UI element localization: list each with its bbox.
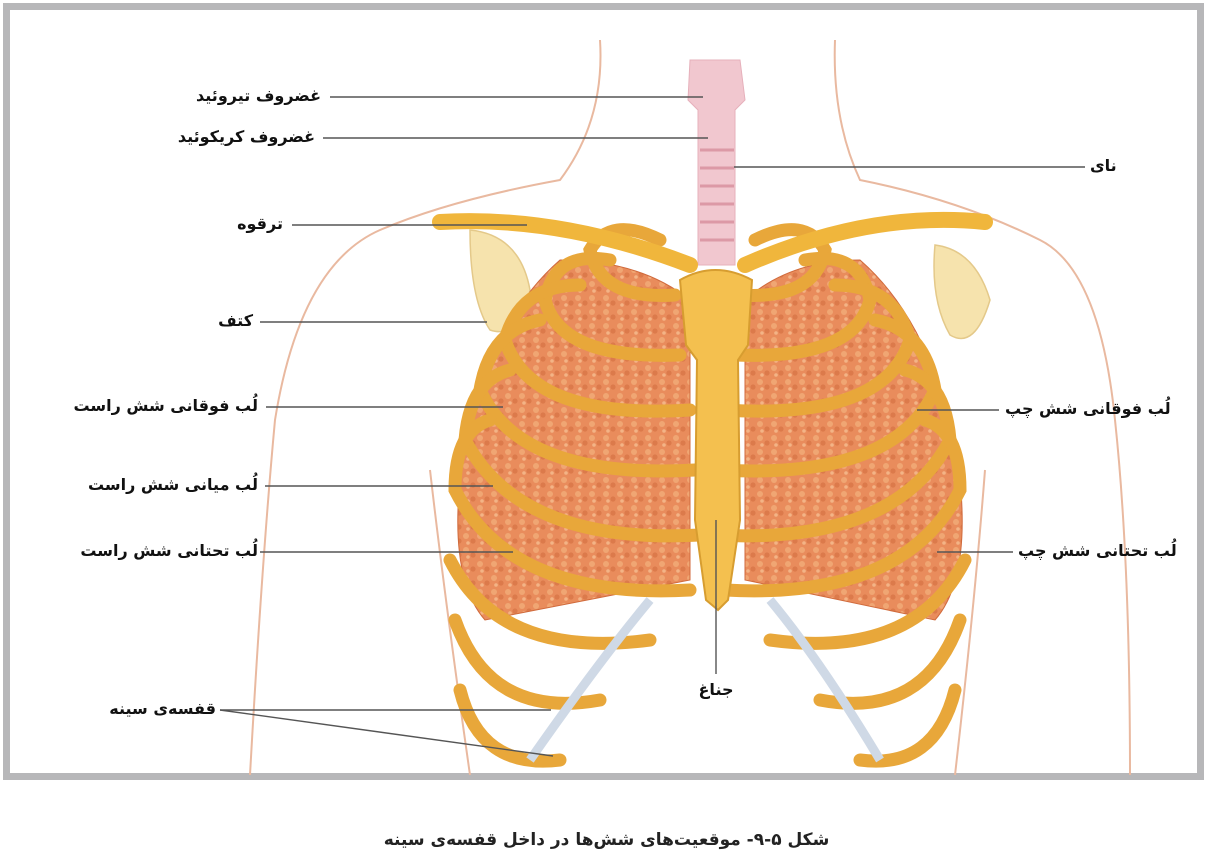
label-right-middle-lobe: لُب میانی شش راست xyxy=(88,475,258,495)
trachea-shape xyxy=(688,60,745,265)
label-cricoid-cartilage: غضروف کریکوئید xyxy=(178,127,315,147)
label-rib-cage: قفسه‌ی سینه xyxy=(109,699,216,719)
label-left-lower-lobe: لُب تحتانی شش چپ xyxy=(1018,541,1177,561)
label-thyroid-cartilage: غضروف تیروئید xyxy=(196,86,321,106)
label-left-upper-lobe: لُب فوقانی شش چپ xyxy=(1005,399,1171,419)
figure-caption: شکل ۵-۹- موقعیت‌های شش‌ها در داخل قفسه‌ی… xyxy=(0,830,1213,852)
label-right-upper-lobe: لُب فوقانی شش راست xyxy=(73,396,258,416)
label-scapula: کتف xyxy=(218,311,253,331)
label-sternum: جناغ xyxy=(690,680,742,700)
label-trachea: نای xyxy=(1090,156,1117,176)
label-right-lower-lobe: لُب تحتانی شش راست xyxy=(80,541,258,561)
label-clavicle: ترقوه xyxy=(237,214,283,234)
